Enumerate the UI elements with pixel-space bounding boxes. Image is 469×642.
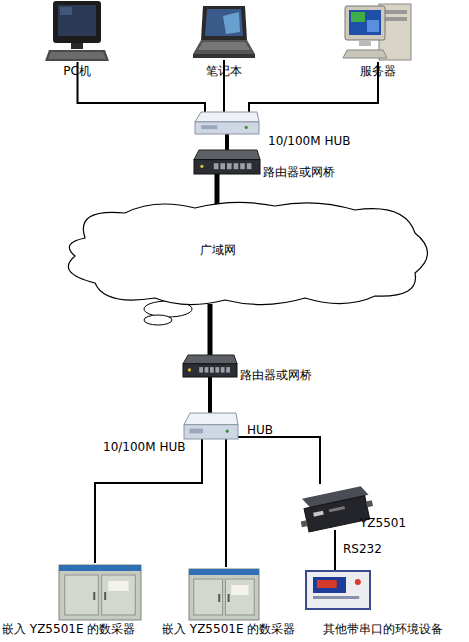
device-label: HUB	[247, 423, 273, 437]
network-hub-icon	[184, 413, 238, 439]
device-label: 嵌入 YZ5501E 的数采器	[2, 622, 135, 636]
laptop-icon	[193, 4, 255, 60]
device-label: 嵌入 YZ5501E 的数采器	[162, 622, 295, 636]
device-label: YZ5501	[360, 516, 406, 530]
device-label: 广域网	[200, 243, 236, 257]
network-link	[95, 439, 202, 563]
network-hub: 10/100M HUBHUB	[184, 413, 238, 439]
network-hub-icon	[195, 112, 259, 134]
network-link	[78, 62, 206, 112]
data-collector-cabinet-icon	[188, 567, 260, 621]
network-link	[225, 134, 229, 150]
device-label: 路由器或网桥	[240, 368, 312, 382]
desktop-pc-icon	[45, 0, 110, 62]
device-label: 路由器或网桥	[263, 165, 335, 179]
device-label: 其他带串口的环境设备	[323, 622, 443, 636]
link-label: RS232	[343, 542, 382, 556]
network-hub: 10/100M HUB	[195, 112, 259, 134]
router-bridge: 路由器或网桥	[194, 150, 260, 174]
device-label: 笔记本	[189, 64, 259, 78]
network-link	[215, 174, 220, 206]
device-label: 10/100M HUB	[268, 134, 350, 148]
server-icon	[343, 2, 413, 62]
wan-cloud-icon	[55, 198, 435, 310]
laptop: 笔记本	[193, 4, 255, 60]
network-link	[225, 439, 227, 567]
data-collector-cabinet: 嵌入 YZ5501E 的数采器	[188, 567, 260, 621]
environment-device: 其他带串口的环境设备	[305, 570, 371, 610]
server: 服务器	[343, 2, 413, 62]
wan-cloud: 广域网	[55, 198, 435, 310]
router-bridge-icon	[194, 150, 260, 174]
cloud-bubble	[144, 315, 172, 325]
network-link	[238, 437, 320, 484]
router-bridge-icon	[183, 355, 237, 377]
data-collector-cabinet-icon	[58, 563, 142, 621]
device-label: 服务器	[340, 64, 416, 78]
network-link	[334, 530, 336, 570]
desktop-pc: PC机	[45, 0, 110, 62]
network-link	[208, 304, 213, 355]
data-collector-cabinet: 嵌入 YZ5501E 的数采器	[58, 563, 142, 621]
device-label: 10/100M HUB	[103, 440, 185, 454]
network-link	[249, 62, 378, 112]
router-bridge: 路由器或网桥	[183, 355, 237, 377]
serial-server: YZ5501	[298, 478, 372, 532]
device-label: PC机	[42, 64, 112, 78]
network-link	[208, 377, 212, 413]
environment-device-icon	[305, 570, 371, 610]
